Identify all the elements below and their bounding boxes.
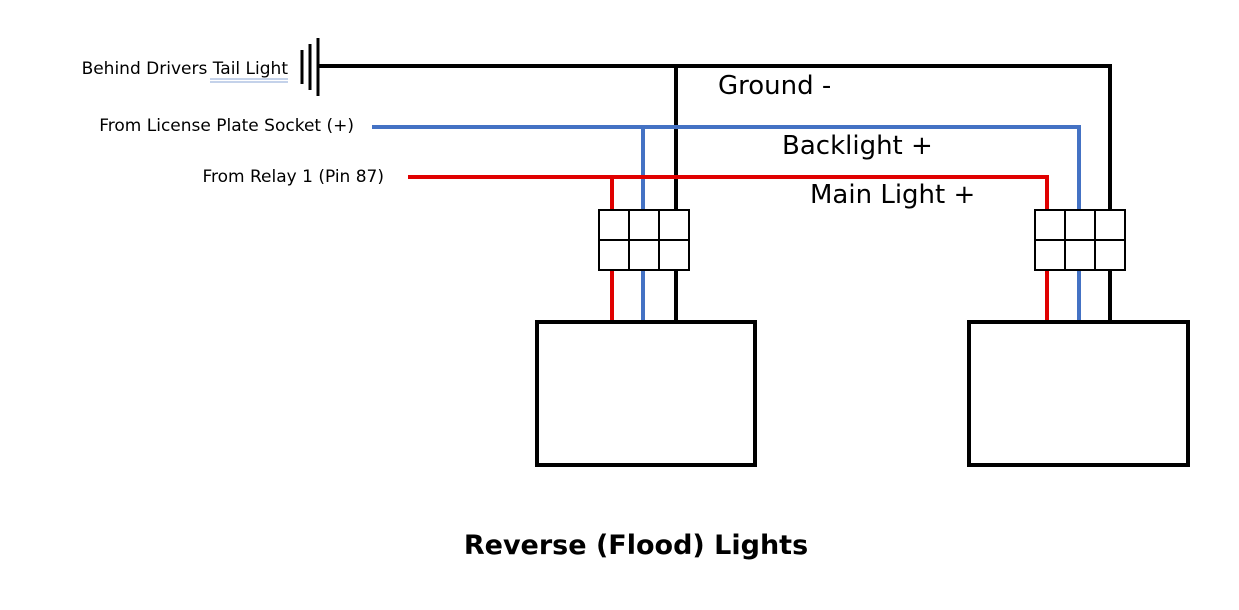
light-box-left [535,320,757,467]
main-light-wire-label: Main Light + [810,180,975,210]
ground-symbol [300,38,320,96]
ground-source-label: Behind Drivers Tail Light [82,59,289,79]
ground-wire-label: Ground - [718,71,831,101]
backlight-wire-label: Backlight + [782,131,933,161]
connector-left [598,209,690,271]
spellcheck-underline [210,78,288,83]
ground-wire [318,64,1112,322]
diagram-title: Reverse (Flood) Lights [464,530,808,561]
license-source-label: From License Plate Socket (+) [99,116,354,136]
relay-source-label: From Relay 1 (Pin 87) [202,167,384,187]
light-box-right [967,320,1190,467]
backlight-wire [372,125,1081,322]
connector-right [1034,209,1126,271]
